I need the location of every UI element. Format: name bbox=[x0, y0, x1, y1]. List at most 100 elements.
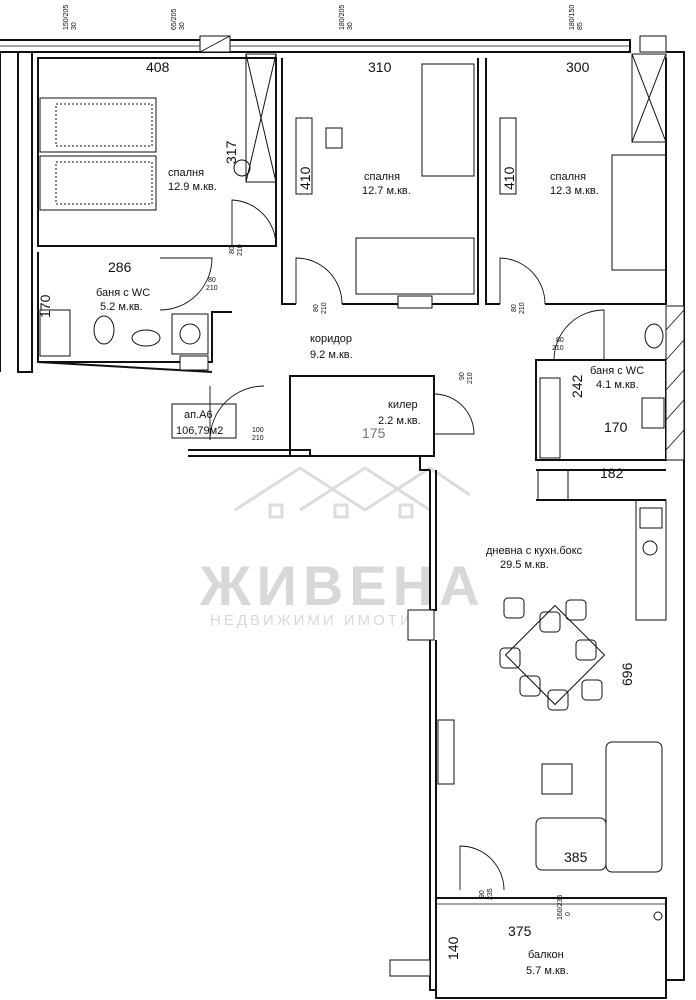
bathroom1-name: баня с WC bbox=[96, 287, 150, 299]
door-bath1-width: 80 bbox=[208, 277, 216, 284]
door-icon bbox=[459, 845, 505, 891]
dim-375: 375 bbox=[508, 923, 532, 939]
dim-140: 140 bbox=[445, 936, 461, 960]
door-balcony-label: 160/235 bbox=[557, 895, 564, 920]
door-bed1-width: 80 bbox=[229, 246, 236, 254]
tv-icon bbox=[437, 719, 455, 785]
window-3-sub: 30 bbox=[347, 22, 354, 30]
coffee-table-icon bbox=[541, 763, 573, 795]
balcony-area: 5.7 м.кв. bbox=[526, 965, 569, 977]
sofa-icon bbox=[535, 817, 607, 871]
door-icon bbox=[433, 393, 475, 435]
stove-icon bbox=[642, 540, 658, 556]
chair-icon bbox=[519, 675, 541, 697]
bedroom1-name: спалня bbox=[168, 167, 204, 179]
door-icon bbox=[295, 257, 343, 305]
chair-icon bbox=[547, 689, 569, 711]
bed-icon bbox=[39, 155, 157, 211]
chair-icon bbox=[581, 679, 603, 701]
chair-icon bbox=[325, 127, 343, 149]
dining-table-icon bbox=[504, 604, 606, 706]
sink-icon bbox=[644, 323, 664, 349]
storage-name: килер bbox=[388, 399, 418, 411]
apartment-area: 106,79м2 bbox=[176, 425, 223, 437]
door-store-width: 90 bbox=[459, 372, 466, 380]
bed-icon bbox=[355, 237, 475, 295]
corridor-area: 9.2 м.кв. bbox=[310, 349, 353, 361]
shower-icon bbox=[539, 377, 561, 459]
wardrobe-icon bbox=[631, 53, 667, 143]
dim-385: 385 bbox=[564, 849, 588, 865]
dim-300: 300 bbox=[566, 59, 590, 75]
bed-icon bbox=[421, 63, 475, 177]
bedroom2-area: 12.7 м.кв. bbox=[362, 185, 411, 197]
door-balcony-sub: 0 bbox=[565, 912, 572, 916]
desk-icon bbox=[295, 117, 313, 195]
door-bath2-height: 210 bbox=[552, 345, 564, 352]
furniture bbox=[39, 53, 667, 921]
chair-icon bbox=[503, 597, 525, 619]
watermark-logo-icon bbox=[234, 466, 471, 519]
living-area: 29.5 м.кв. bbox=[500, 559, 549, 571]
door-bed3-height: 210 bbox=[519, 302, 526, 314]
door-icon bbox=[553, 309, 605, 361]
window-2-sub: 30 bbox=[179, 22, 186, 30]
door-icon bbox=[499, 257, 546, 305]
sink-icon bbox=[131, 329, 161, 347]
window-4-sub: 85 bbox=[577, 22, 584, 30]
window-3-label: 180/205 bbox=[339, 5, 346, 30]
apartment-info: ап.А6 106,79м2 bbox=[171, 403, 237, 439]
sink-icon bbox=[639, 507, 663, 529]
chair-icon bbox=[539, 611, 561, 633]
door-liv-width: 90 bbox=[479, 890, 486, 898]
chair-icon bbox=[499, 647, 521, 669]
kitchen-counter-icon bbox=[635, 499, 667, 621]
door-entry-width: 100 bbox=[252, 427, 264, 434]
door-store-height: 210 bbox=[467, 372, 474, 384]
bathroom2-area: 4.1 м.кв. bbox=[596, 379, 639, 391]
door-bed2-width: 80 bbox=[313, 304, 320, 312]
door-icon bbox=[231, 199, 277, 247]
room-labels: спалня 12.9 м.кв. спалня 12.7 м.кв. спал… bbox=[96, 167, 644, 977]
dimension-labels: 408 310 300 317 410 410 286 170 242 170 … bbox=[37, 59, 635, 960]
living-name: дневна с кухн.бокс bbox=[486, 545, 583, 557]
dim-410-b: 410 bbox=[501, 166, 517, 190]
door-liv-height: 235 bbox=[487, 888, 494, 900]
window-1-label: 150/205 bbox=[63, 5, 70, 30]
bed-icon bbox=[611, 154, 667, 271]
bedroom1-area: 12.9 м.кв. bbox=[168, 181, 217, 193]
dim-170-b: 170 bbox=[604, 419, 628, 435]
dim-170-a: 170 bbox=[37, 294, 53, 318]
bathroom2-name: баня с WC bbox=[590, 365, 644, 377]
dim-408: 408 bbox=[146, 59, 170, 75]
sofa-icon bbox=[605, 741, 663, 873]
fridge-icon bbox=[537, 469, 569, 501]
door-bath1-height: 210 bbox=[206, 285, 218, 292]
shower-icon bbox=[171, 313, 209, 355]
opening-labels: 150/205 30 65/205 30 180/205 30 180/150 … bbox=[63, 5, 584, 920]
apartment-name: ап.А6 bbox=[184, 409, 213, 421]
bed-icon bbox=[39, 97, 157, 153]
watermark: ЖИВЕНА НЕДВИЖИМИ ИМОТИ bbox=[199, 466, 486, 629]
window-2-label: 65/205 bbox=[171, 8, 178, 30]
dim-410-a: 410 bbox=[297, 166, 313, 190]
doors bbox=[159, 199, 605, 891]
door-bed3-width: 80 bbox=[511, 304, 518, 312]
door-bath2-width: 80 bbox=[556, 337, 564, 344]
bathtub-icon bbox=[39, 309, 71, 357]
dim-310: 310 bbox=[368, 59, 392, 75]
columns bbox=[179, 35, 685, 977]
dim-175: 175 bbox=[362, 425, 386, 441]
chair-icon bbox=[575, 639, 597, 661]
wardrobe-icon bbox=[245, 53, 277, 183]
dim-696: 696 bbox=[619, 662, 635, 686]
door-bed1-height: 210 bbox=[237, 244, 244, 256]
dim-317: 317 bbox=[223, 140, 239, 164]
dim-286: 286 bbox=[108, 259, 132, 275]
watermark-brand: ЖИВЕНА bbox=[199, 554, 486, 617]
balcony-name: балкон bbox=[528, 949, 564, 961]
bedroom3-area: 12.3 м.кв. bbox=[550, 185, 599, 197]
chair-icon bbox=[233, 159, 251, 177]
door-icon bbox=[159, 257, 213, 311]
dim-182: 182 bbox=[600, 465, 624, 481]
